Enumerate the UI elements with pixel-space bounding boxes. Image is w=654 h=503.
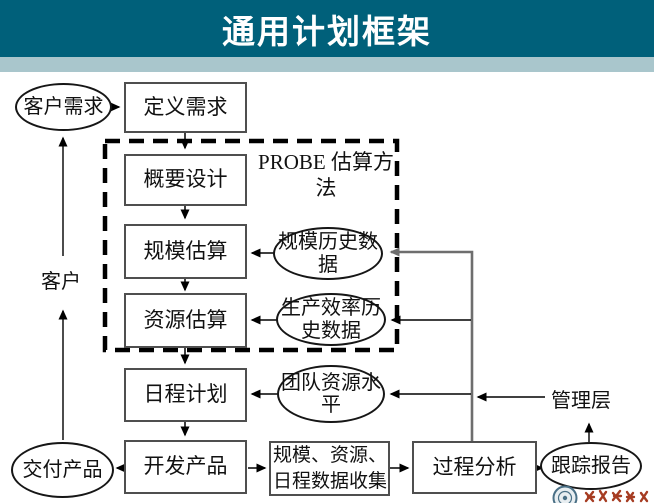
- node-resource-estimation: 资源估算: [124, 293, 247, 348]
- banner-strip: [0, 57, 654, 72]
- node-label: 日程计划: [143, 382, 228, 407]
- university-seal-icon: [552, 485, 649, 503]
- node-label: 生产效率历史数据: [281, 297, 381, 342]
- node-productivity-history: 生产效率历史数据: [276, 293, 386, 346]
- node-label: 客户需求: [23, 95, 104, 118]
- probe-method-note: PROBE 估算方法: [258, 150, 394, 201]
- management-label: 管理层: [551, 390, 611, 412]
- node-data-collection: 规模、资源、日程数据收集: [269, 441, 390, 496]
- title-banner: 通用计划框架: [0, 0, 654, 57]
- node-tracking-report: 跟踪报告: [540, 442, 642, 490]
- node-team-resource-level: 团队资源水平: [277, 365, 385, 423]
- node-label: 规模估算: [143, 238, 228, 263]
- node-size-history: 规模历史数据: [273, 227, 383, 280]
- node-label: 资源估算: [143, 307, 228, 332]
- arrow-analysis-to-size-history: [389, 247, 474, 441]
- node-size-estimation: 规模估算: [124, 224, 247, 279]
- page-title: 通用计划框架: [222, 12, 432, 50]
- customer-label: 客户: [41, 271, 81, 293]
- node-preliminary-design: 概要设计: [124, 154, 247, 206]
- node-label: 定义需求: [143, 94, 228, 119]
- node-label: 团队资源水平: [281, 371, 381, 416]
- node-label: 交付产品: [22, 458, 103, 481]
- node-customer-needs: 客户需求: [15, 83, 112, 131]
- node-label: 规模历史数据: [278, 231, 378, 276]
- node-label: 跟踪报告: [551, 454, 631, 477]
- node-process-analysis: 过程分析: [412, 441, 537, 494]
- node-label: 开发产品: [143, 454, 228, 479]
- node-label: 规模、资源、日程数据收集: [273, 444, 388, 492]
- node-develop-product: 开发产品: [124, 440, 247, 494]
- node-label: 概要设计: [143, 167, 228, 192]
- probe-dashed-region: [102, 138, 400, 353]
- node-label: 过程分析: [432, 454, 517, 479]
- node-define-requirements: 定义需求: [124, 82, 247, 133]
- node-schedule-plan: 日程计划: [124, 368, 247, 422]
- node-deliver-product: 交付产品: [11, 442, 114, 498]
